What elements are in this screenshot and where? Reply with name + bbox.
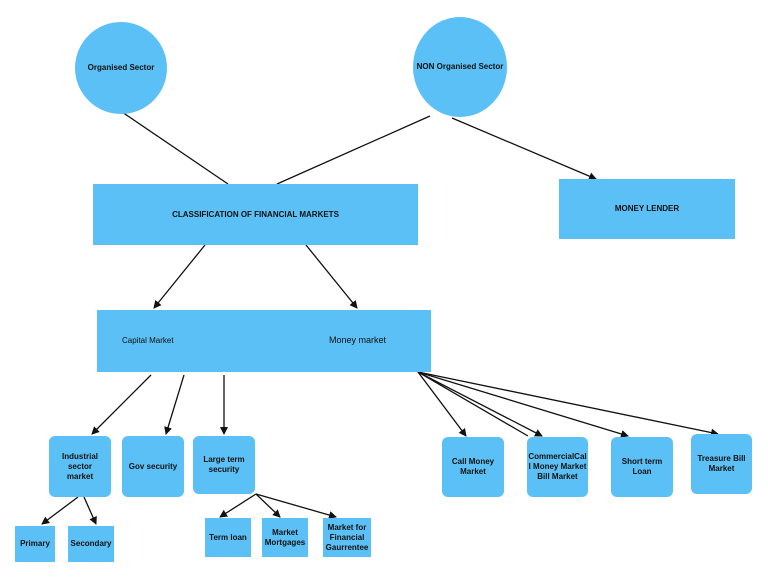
edge-capital-to-industrial — [91, 374, 152, 435]
classification-node[interactable]: CLASSIFICATION OF FINANCIAL MARKETS — [93, 184, 418, 245]
primary-label: Primary — [20, 539, 50, 548]
gov-security-node[interactable]: Gov security — [122, 436, 184, 497]
market-mortgages-node[interactable]: Market Mortgages — [262, 518, 308, 557]
primary-node[interactable]: Primary — [15, 526, 55, 562]
market-financial-gaurrentee-label: Market for Financial Gaurrentee — [325, 522, 369, 552]
edge-money-to-commercial-2 — [417, 371, 529, 437]
edge-money-to-commercial — [417, 371, 543, 437]
classification-label: CLASSIFICATION OF FINANCIAL MARKETS — [172, 209, 339, 219]
edge-industrial-to-secondary — [83, 496, 97, 525]
capital-money-market-node[interactable]: Capital Market Money market — [97, 310, 431, 372]
short-term-loan-node[interactable]: Short term Loan — [611, 437, 673, 497]
money-lender-label: MONEY LENDER — [614, 204, 680, 213]
treasure-bill-market-label: Treasure Bill Market — [697, 454, 746, 473]
treasure-bill-market-node[interactable]: Treasure Bill Market — [691, 434, 752, 494]
secondary-label: Secondary — [70, 539, 112, 548]
edge-largeterm-to-mortgages — [255, 493, 281, 518]
call-money-market-node[interactable]: Call Money Market — [442, 437, 504, 497]
non-organised-sector-node[interactable]: NON Organised Sector — [413, 17, 507, 117]
industrial-sector-market-node[interactable]: Industrial sector market — [49, 436, 111, 497]
money-lender-node[interactable]: MONEY LENDER — [559, 179, 735, 239]
term-loan-label: Term loan — [209, 532, 247, 542]
edge-industrial-to-primary — [41, 496, 79, 525]
call-money-market-label: Call Money Market — [451, 457, 495, 476]
edge-nonorganised-to-moneylender — [451, 117, 597, 180]
organised-sector-node[interactable]: Organised Sector — [75, 22, 167, 114]
gov-security-label: Gov security — [128, 461, 178, 471]
edge-nonorganised-to-classification — [276, 115, 431, 185]
term-loan-node[interactable]: Term loan — [205, 518, 251, 557]
industrial-sector-market-label: Industrial sector market — [61, 451, 98, 481]
market-financial-gaurrentee-node[interactable]: Market for Financial Gaurrentee — [323, 518, 371, 557]
short-term-loan-label: Short term Loan — [621, 457, 663, 476]
large-term-security-node[interactable]: Large term security — [193, 436, 255, 494]
commercial-call-money-bill-market-node[interactable]: CommercialCal l Money Market Bill Market — [527, 437, 588, 497]
edge-largeterm-to-termloan — [219, 493, 257, 518]
edge-classification-to-capital — [153, 244, 206, 309]
large-term-security-label: Large term security — [203, 455, 245, 474]
market-mortgages-label: Market Mortgages — [264, 527, 306, 547]
edge-money-to-shortterm — [417, 371, 629, 438]
edge-largeterm-to-gaurrentee — [255, 493, 337, 519]
capital-market-label: Capital Market — [122, 336, 174, 345]
edge-classification-to-money — [305, 244, 358, 309]
commercial-call-money-bill-market-label: CommercialCal l Money Market Bill Market — [528, 452, 587, 481]
edge-money-to-callmoney — [417, 371, 467, 437]
non-organised-sector-label: NON Organised Sector — [416, 62, 504, 71]
secondary-node[interactable]: Secondary — [68, 526, 114, 562]
edge-organised-to-classification — [121, 111, 229, 185]
edge-capital-to-gov — [164, 374, 185, 435]
edge-money-to-treasure — [417, 371, 719, 437]
organised-sector-label: Organised Sector — [87, 63, 155, 72]
money-market-label: Money market — [329, 335, 387, 345]
